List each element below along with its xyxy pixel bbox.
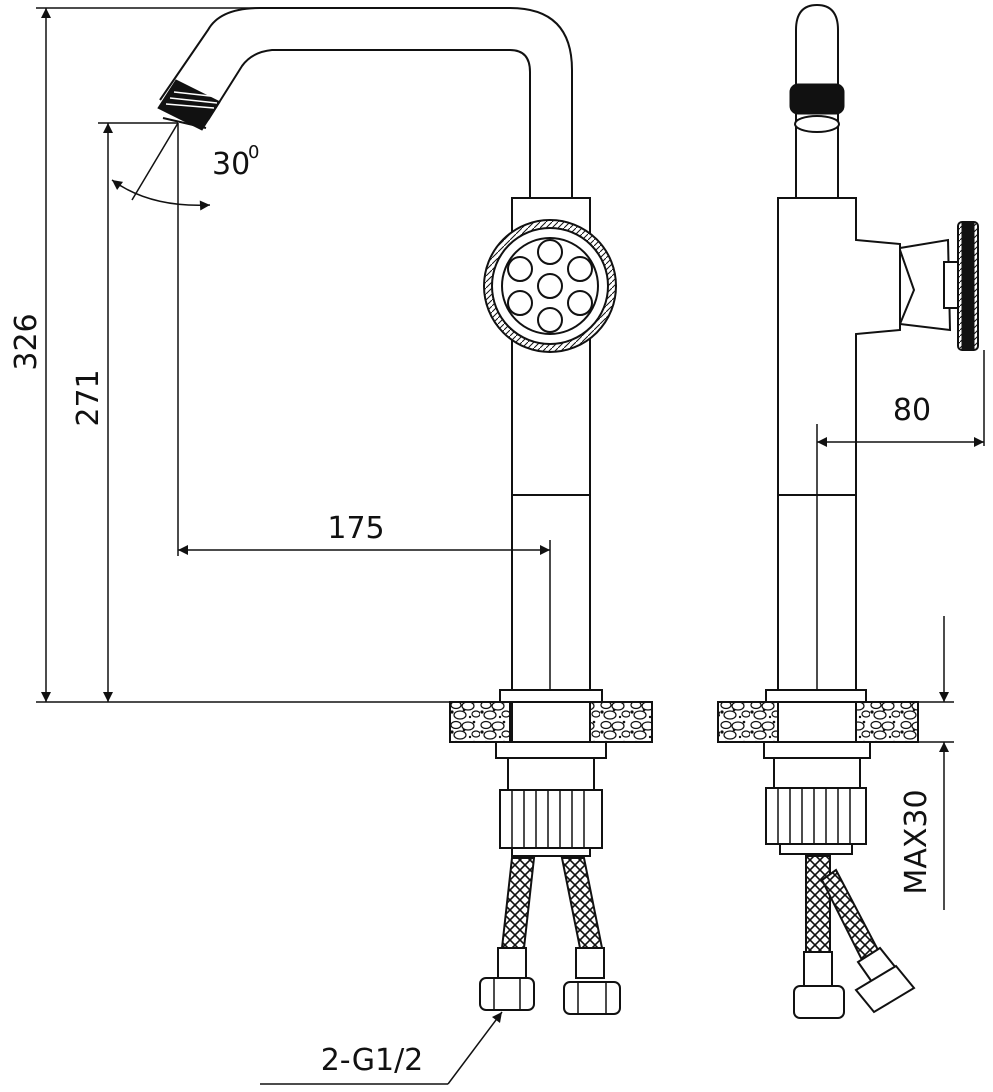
connection-label: 2-G1/2	[321, 1043, 424, 1078]
side-view	[717, 3, 979, 1019]
angle-arc	[111, 179, 211, 211]
connection-leader	[260, 1011, 503, 1085]
dimension-lines-side	[817, 350, 985, 910]
hose-left	[479, 857, 536, 1011]
angle-unit-label: 0	[248, 142, 259, 163]
hose-right	[560, 857, 621, 1015]
spout-height-label: 271	[71, 369, 106, 426]
mounting-nut-side	[765, 787, 867, 845]
dimension-lines-front	[36, 7, 551, 703]
side-body	[777, 197, 901, 691]
side-hoses	[793, 855, 916, 1019]
aerator	[157, 79, 221, 131]
spout-outer-contour	[159, 7, 573, 198]
angle-ray	[131, 122, 179, 201]
max-thickness-label: MAX30	[899, 789, 934, 894]
countertop-right	[589, 701, 653, 743]
front-view	[157, 7, 653, 1015]
mounting-nut-front	[499, 789, 603, 849]
side-handle	[899, 221, 979, 351]
reach-label: 175	[327, 511, 384, 546]
angle-label: 30	[212, 147, 250, 182]
side-countertop-left	[717, 701, 779, 743]
side-aerator	[789, 83, 845, 115]
total-height-label: 326	[9, 313, 44, 370]
side-countertop-right	[855, 701, 919, 743]
side-spout	[795, 3, 839, 198]
base-flange	[499, 689, 603, 703]
countertop-left	[449, 701, 511, 743]
spout-inner-contour	[207, 49, 531, 198]
handle-offset-label: 80	[893, 393, 931, 428]
front-handle	[483, 219, 617, 353]
